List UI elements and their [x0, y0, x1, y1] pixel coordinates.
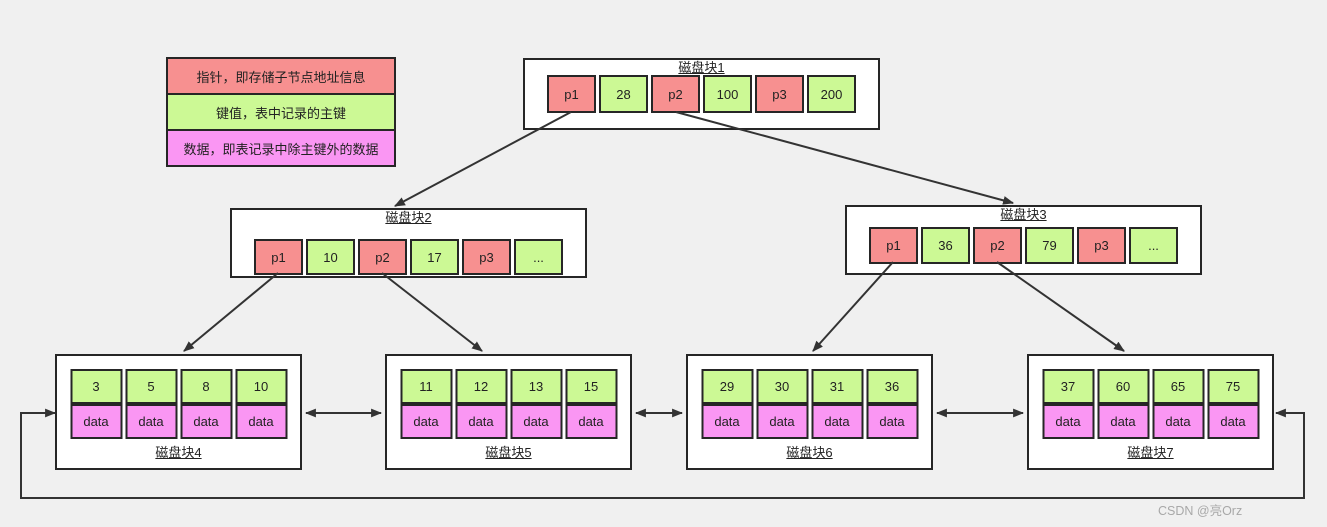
data-cell: data — [811, 404, 863, 439]
data-cell: data — [756, 404, 808, 439]
key-cell: 10 — [235, 369, 287, 404]
legend: 指针，即存储子节点地址信息 键值，表中记录的主键 数据，即表记录中除主键外的数据 — [166, 57, 396, 167]
key-cell: 79 — [1025, 227, 1074, 264]
pointer-cell: p1 — [254, 239, 303, 275]
edge-block2-p2-to-block5 — [381, 272, 483, 352]
disk-block-7-title: 磁盘块7 — [1127, 445, 1174, 460]
data-cell: data — [1152, 404, 1204, 439]
disk-block-1-title: 磁盘块1 — [678, 60, 725, 75]
legend-item-key: 键值，表中记录的主键 — [166, 93, 396, 131]
disk-block-5-title: 磁盘块5 — [485, 445, 532, 460]
disk-block-6-table: 29 data 30 data 31 data 36 data — [701, 369, 918, 439]
pointer-cell: p2 — [358, 239, 407, 275]
leaf-column: 36 data — [866, 369, 918, 439]
leaf-column: 11 data — [400, 369, 452, 439]
key-cell: 100 — [703, 75, 752, 113]
leaf-column: 10 data — [235, 369, 287, 439]
pointer-cell: p3 — [1077, 227, 1126, 264]
key-cell: 36 — [921, 227, 970, 264]
leaf-column: 75 data — [1207, 369, 1259, 439]
pointer-cell: p3 — [755, 75, 804, 113]
leaf-column: 60 data — [1097, 369, 1149, 439]
data-cell: data — [565, 404, 617, 439]
disk-block-3-cells: p1 36 p2 79 p3 ... — [847, 227, 1200, 264]
disk-block-4: 3 data 5 data 8 data 10 data 磁盘块4 — [55, 354, 302, 470]
disk-block-7-table: 37 data 60 data 65 data 75 data — [1042, 369, 1259, 439]
key-cell: 10 — [306, 239, 355, 275]
pointer-cell: p2 — [651, 75, 700, 113]
leaf-column: 8 data — [180, 369, 232, 439]
disk-block-5-table: 11 data 12 data 13 data 15 data — [400, 369, 617, 439]
pointer-cell: p2 — [973, 227, 1022, 264]
disk-block-7: 37 data 60 data 65 data 75 data 磁盘块7 — [1027, 354, 1274, 470]
disk-block-5: 11 data 12 data 13 data 15 data 磁盘块5 — [385, 354, 632, 470]
leaf-column: 5 data — [125, 369, 177, 439]
key-cell: 12 — [455, 369, 507, 404]
key-cell: 60 — [1097, 369, 1149, 404]
legend-item-pointer: 指针，即存储子节点地址信息 — [166, 57, 396, 95]
key-cell: 29 — [701, 369, 753, 404]
legend-item-data: 数据，即表记录中除主键外的数据 — [166, 129, 396, 167]
disk-block-1: 磁盘块1 p1 28 p2 100 p3 200 — [523, 58, 880, 130]
leaf-column: 15 data — [565, 369, 617, 439]
disk-block-1-cells: p1 28 p2 100 p3 200 — [525, 75, 878, 113]
data-cell: data — [510, 404, 562, 439]
leaf-column: 65 data — [1152, 369, 1204, 439]
disk-block-2-cells: p1 10 p2 17 p3 ... — [232, 239, 585, 275]
leaf-column: 29 data — [701, 369, 753, 439]
edge-block3-p1-to-block6 — [812, 261, 894, 352]
disk-block-3: 磁盘块3 p1 36 p2 79 p3 ... — [845, 205, 1202, 275]
leaf-column: 13 data — [510, 369, 562, 439]
data-cell: data — [1207, 404, 1259, 439]
leaf-column: 31 data — [811, 369, 863, 439]
data-cell: data — [235, 404, 287, 439]
leaf-column: 3 data — [70, 369, 122, 439]
data-cell: data — [180, 404, 232, 439]
key-cell: 17 — [410, 239, 459, 275]
key-cell: 15 — [565, 369, 617, 404]
key-cell: 5 — [125, 369, 177, 404]
key-cell: 36 — [866, 369, 918, 404]
key-cell: 65 — [1152, 369, 1204, 404]
data-cell: data — [455, 404, 507, 439]
data-cell: data — [1097, 404, 1149, 439]
disk-block-4-title: 磁盘块4 — [155, 445, 202, 460]
pointer-cell: p1 — [547, 75, 596, 113]
disk-block-4-table: 3 data 5 data 8 data 10 data — [70, 369, 287, 439]
key-cell: 75 — [1207, 369, 1259, 404]
key-cell: 200 — [807, 75, 856, 113]
pointer-cell: p1 — [869, 227, 918, 264]
data-cell: data — [70, 404, 122, 439]
disk-block-3-title: 磁盘块3 — [1000, 207, 1047, 222]
watermark: CSDN @亮Orz — [1158, 504, 1243, 518]
disk-block-6: 29 data 30 data 31 data 36 data 磁盘块6 — [686, 354, 933, 470]
key-cell: ... — [514, 239, 563, 275]
data-cell: data — [1042, 404, 1094, 439]
edge-block2-p1-to-block4 — [183, 272, 279, 352]
disk-block-2-title: 磁盘块2 — [385, 210, 432, 225]
data-cell: data — [125, 404, 177, 439]
data-cell: data — [701, 404, 753, 439]
leaf-column: 37 data — [1042, 369, 1094, 439]
key-cell: 30 — [756, 369, 808, 404]
leaf-column: 30 data — [756, 369, 808, 439]
key-cell: 8 — [180, 369, 232, 404]
key-cell: 3 — [70, 369, 122, 404]
key-cell: ... — [1129, 227, 1178, 264]
pointer-cell: p3 — [462, 239, 511, 275]
data-cell: data — [400, 404, 452, 439]
leaf-column: 12 data — [455, 369, 507, 439]
key-cell: 31 — [811, 369, 863, 404]
data-cell: data — [866, 404, 918, 439]
key-cell: 37 — [1042, 369, 1094, 404]
disk-block-6-title: 磁盘块6 — [786, 445, 833, 460]
disk-block-2: 磁盘块2 p1 10 p2 17 p3 ... — [230, 208, 587, 278]
key-cell: 11 — [400, 369, 452, 404]
key-cell: 28 — [599, 75, 648, 113]
edge-block3-p2-to-block7 — [996, 261, 1125, 352]
key-cell: 13 — [510, 369, 562, 404]
